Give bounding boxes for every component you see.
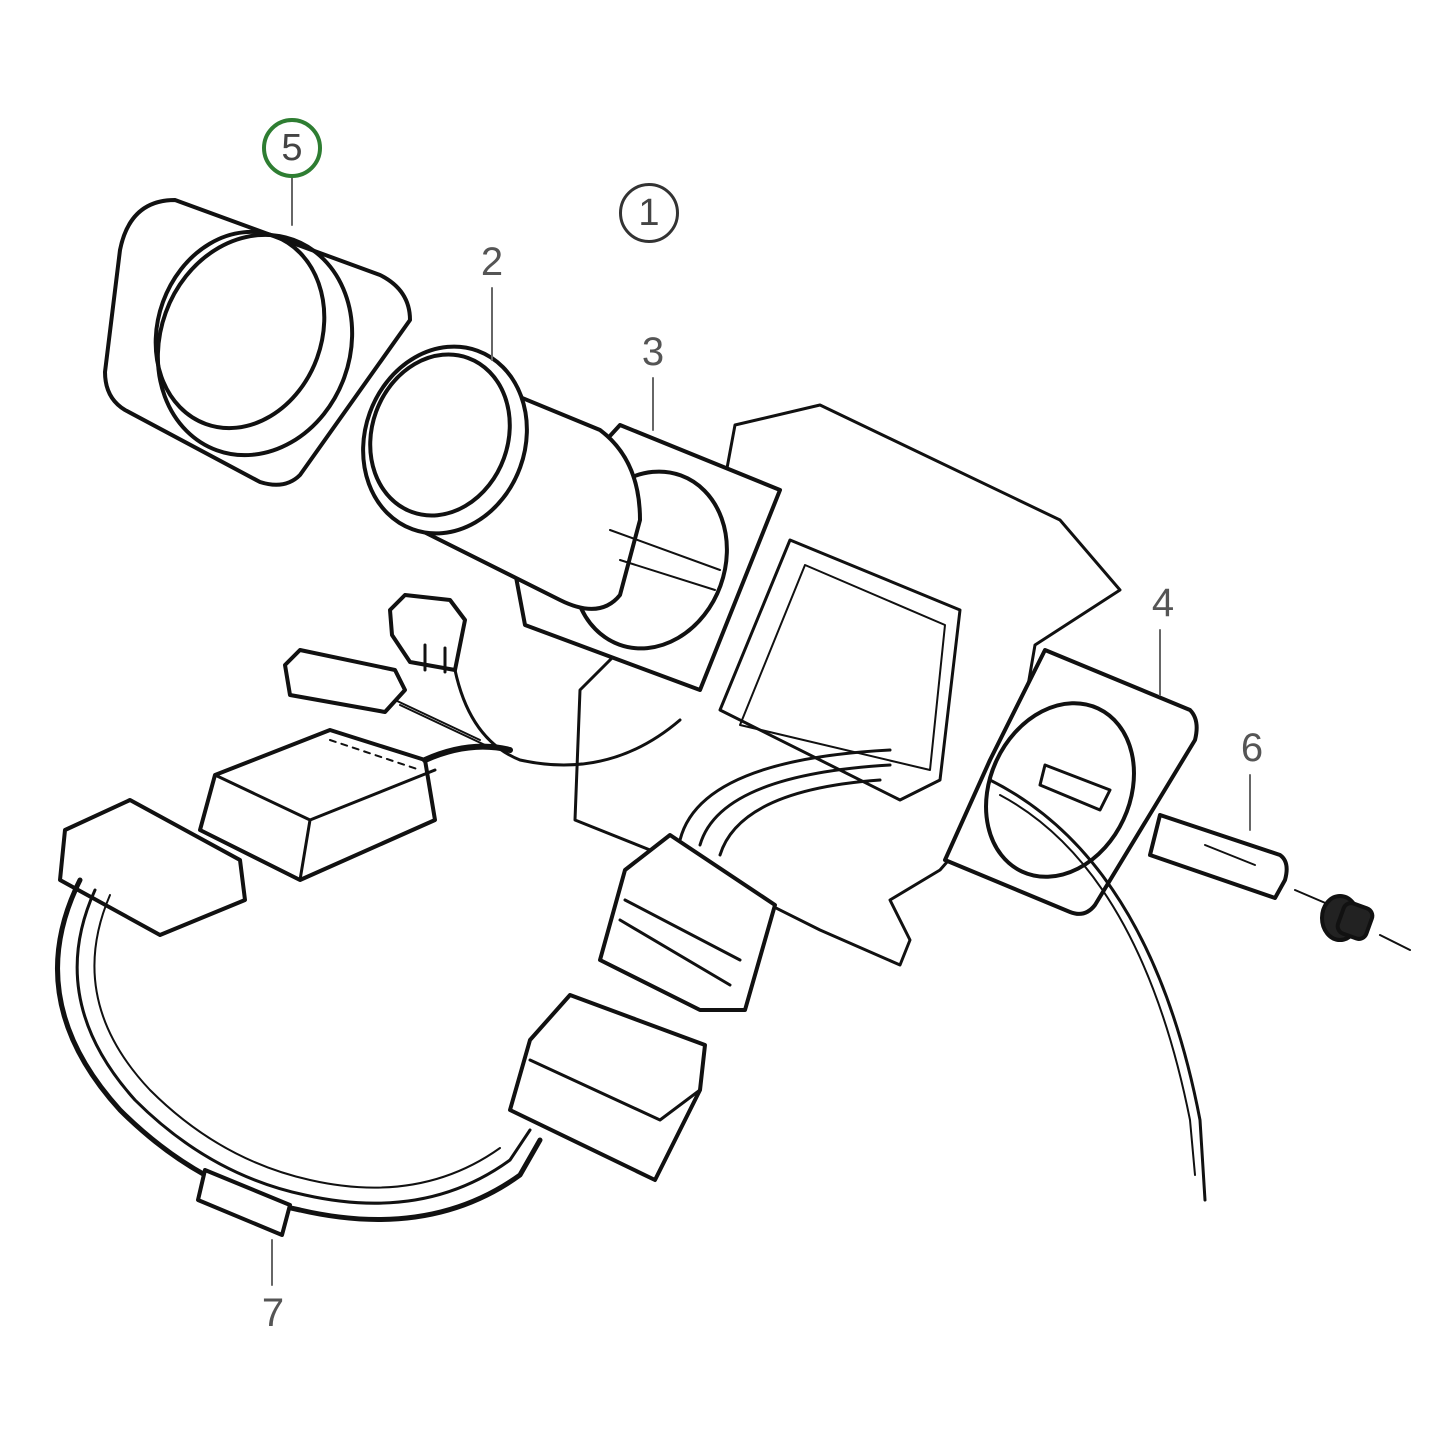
bezel-part-5 <box>103 198 412 487</box>
small-connector-a <box>388 593 467 674</box>
wiring-harness-part-7 <box>55 877 543 1237</box>
label-4: 4 <box>1151 581 1175 625</box>
stud-part-6 <box>1148 813 1411 951</box>
label-3: 3 <box>641 330 665 374</box>
label-2: 2 <box>480 240 504 284</box>
large-connector <box>198 728 437 882</box>
center-connector-lower <box>508 993 707 1182</box>
callout-5-text: 5 <box>281 126 303 169</box>
gauge-part-2 <box>361 344 721 611</box>
cable-rear <box>988 778 1207 1202</box>
left-plug <box>58 798 247 937</box>
label-7: 7 <box>261 1291 285 1335</box>
small-connector-b <box>283 648 407 714</box>
bracket-part-4 <box>943 648 1199 916</box>
label-6: 6 <box>1240 726 1264 770</box>
callout-1[interactable]: 1 <box>619 183 679 243</box>
callout-1-text: 1 <box>638 191 660 234</box>
center-connector-upper <box>598 833 777 1012</box>
callout-5-highlighted[interactable]: 5 <box>262 118 322 178</box>
